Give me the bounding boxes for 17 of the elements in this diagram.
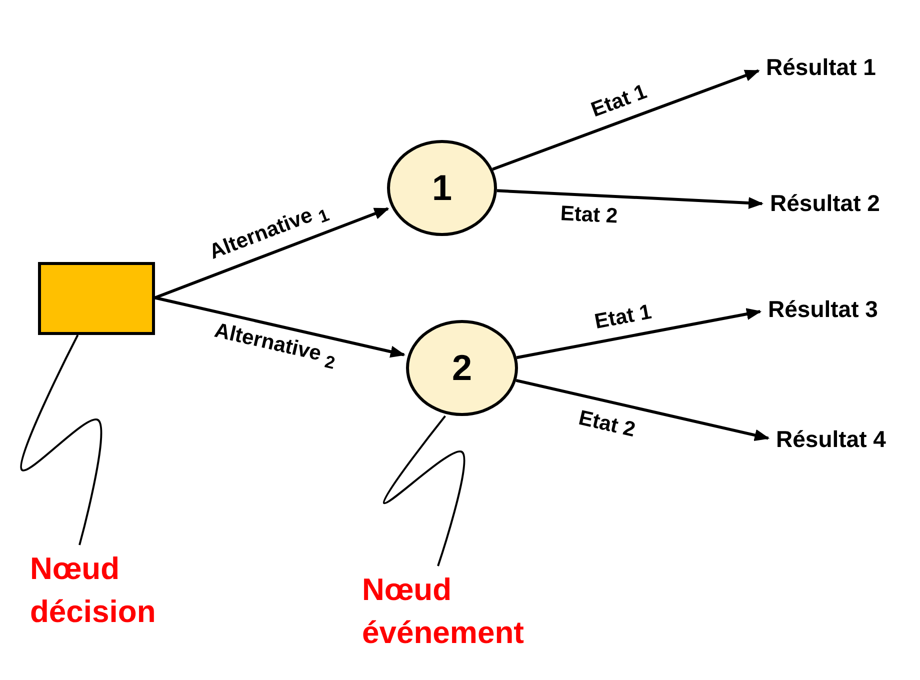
event-number: 2	[452, 348, 472, 388]
arrow	[516, 378, 770, 442]
callout-label: Nœud événement	[362, 570, 525, 652]
outcome-label: Résultat 4	[776, 427, 886, 453]
arrow	[492, 69, 760, 171]
outcome-label: Résultat 1	[766, 55, 876, 81]
arrow	[516, 308, 762, 360]
callout-label: Nœud décision	[30, 550, 157, 631]
arrow	[496, 189, 764, 209]
arrow	[154, 207, 390, 300]
leader-line	[20, 334, 102, 546]
outcome-label: Résultat 3	[768, 297, 878, 323]
decision-box	[38, 262, 155, 335]
arrow	[154, 296, 406, 358]
event-number: 1	[432, 168, 452, 208]
outcome-label: Résultat 2	[770, 191, 880, 217]
leader-line	[383, 415, 466, 566]
